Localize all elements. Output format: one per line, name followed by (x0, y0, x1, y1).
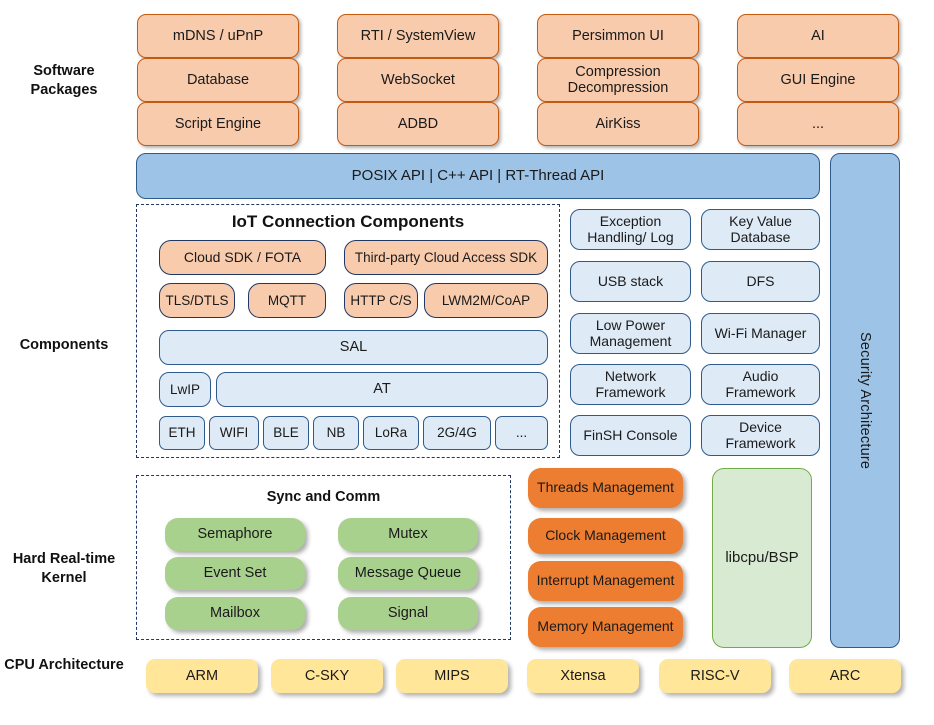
component-box[interactable]: USB stack (570, 261, 691, 302)
iot-chip-at[interactable]: AT (216, 372, 548, 407)
kernel-sync-box[interactable]: Mailbox (165, 597, 305, 630)
sync-group-title: Sync and Comm (266, 489, 381, 505)
component-box[interactable]: Low Power Management (570, 313, 691, 354)
component-box[interactable]: DFS (701, 261, 820, 302)
package-box[interactable]: ADBD (337, 102, 499, 146)
iot-link-chip[interactable]: LoRa (363, 416, 419, 450)
iot-group-title: IoT Connection Components (231, 212, 465, 231)
iot-chip[interactable]: MQTT (248, 283, 326, 318)
layer-label-kernel: Hard Real-time Kernel (12, 551, 116, 586)
kernel-management-box[interactable]: Threads Management (528, 468, 683, 508)
package-box[interactable]: Script Engine (137, 102, 299, 146)
layer-label-software-packages: Software Packages (30, 63, 98, 98)
package-box[interactable]: ... (737, 102, 899, 146)
package-box[interactable]: Persimmon UI (537, 14, 699, 58)
iot-chip[interactable]: Cloud SDK / FOTA (159, 240, 326, 275)
iot-chip[interactable]: LWM2M/CoAP (424, 283, 548, 318)
iot-link-chip[interactable]: BLE (263, 416, 309, 450)
security-architecture-bar: Security Architecture (830, 153, 900, 648)
kernel-management-box[interactable]: Clock Management (528, 518, 683, 554)
layer-label-components: Components (19, 337, 109, 353)
kernel-management-box[interactable]: Memory Management (528, 607, 683, 647)
component-box[interactable]: Device Framework (701, 415, 820, 456)
cpu-arch-box[interactable]: MIPS (396, 659, 508, 693)
layer-label-cpu-architecture: CPU Architecture (4, 657, 124, 673)
iot-chip-lwip[interactable]: LwIP (159, 372, 211, 407)
iot-link-chip[interactable]: NB (313, 416, 359, 450)
kernel-sync-box[interactable]: Semaphore (165, 518, 305, 551)
package-box[interactable]: mDNS / uPnP (137, 14, 299, 58)
kernel-sync-box[interactable]: Event Set (165, 557, 305, 590)
libcpu-bsp-box[interactable]: libcpu/BSP (712, 468, 812, 648)
package-box[interactable]: AI (737, 14, 899, 58)
package-box[interactable]: GUI Engine (737, 58, 899, 102)
cpu-arch-box[interactable]: C-SKY (271, 659, 383, 693)
package-box[interactable]: WebSocket (337, 58, 499, 102)
component-box[interactable]: Wi-Fi Manager (701, 313, 820, 354)
iot-chip[interactable]: HTTP C/S (344, 283, 418, 318)
security-architecture-label: Security Architecture (857, 331, 874, 470)
cpu-arch-box[interactable]: RISC-V (659, 659, 771, 693)
component-box[interactable]: Exception Handling/ Log (570, 209, 691, 250)
package-box[interactable]: Database (137, 58, 299, 102)
iot-link-chip[interactable]: 2G/4G (423, 416, 491, 450)
component-box[interactable]: Network Framework (570, 364, 691, 405)
iot-chip-sal[interactable]: SAL (159, 330, 548, 365)
iot-connection-components-group (136, 204, 560, 458)
component-box[interactable]: FinSH Console (570, 415, 691, 456)
sync-and-comm-group (136, 475, 511, 640)
iot-link-chip[interactable]: ETH (159, 416, 205, 450)
iot-chip[interactable]: Third-party Cloud Access SDK (344, 240, 548, 275)
component-box[interactable]: Audio Framework (701, 364, 820, 405)
package-box[interactable]: RTI / SystemView (337, 14, 499, 58)
api-bar: POSIX API | C++ API | RT-Thread API (136, 153, 820, 199)
cpu-arch-box[interactable]: ARC (789, 659, 901, 693)
iot-link-chip[interactable]: WIFI (209, 416, 259, 450)
kernel-management-box[interactable]: Interrupt Management (528, 561, 683, 601)
iot-link-chip[interactable]: ... (495, 416, 548, 450)
package-box[interactable]: AirKiss (537, 102, 699, 146)
cpu-arch-box[interactable]: Xtensa (527, 659, 639, 693)
package-box[interactable]: Compression Decompression (537, 58, 699, 102)
kernel-sync-box[interactable]: Signal (338, 597, 478, 630)
kernel-sync-box[interactable]: Message Queue (338, 557, 478, 590)
component-box[interactable]: Key Value Database (701, 209, 820, 250)
iot-chip[interactable]: TLS/DTLS (159, 283, 235, 318)
cpu-arch-box[interactable]: ARM (146, 659, 258, 693)
kernel-sync-box[interactable]: Mutex (338, 518, 478, 551)
